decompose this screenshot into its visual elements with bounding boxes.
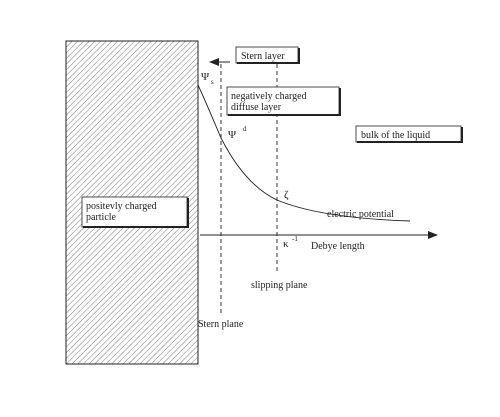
diffuse-layer-label-line1: negatively charged: [231, 91, 307, 102]
particle-label-line1: positevly charged: [86, 201, 157, 212]
electric-potential-label: electric potential: [327, 209, 394, 220]
particle-label-line2: particle: [86, 212, 117, 223]
stern-plane-label: Stern plane: [198, 319, 244, 330]
bulk-label: bulk of the liquid: [361, 130, 430, 141]
diffuse-layer-label-box: negatively charged diffuse layer: [226, 86, 341, 116]
potential-curve: [197, 84, 411, 222]
bulk-label-box: bulk of the liquid: [355, 125, 463, 143]
diffuse-layer-label-line2: diffuse layer: [231, 102, 282, 113]
psi-s-symbol: Ψ: [201, 71, 210, 83]
stern-layer-label-box: Stern layer: [235, 46, 300, 64]
zeta-symbol: ζ: [284, 189, 289, 201]
psi-d-superscript: d: [243, 125, 247, 133]
kappa-superscript: -1: [292, 235, 298, 243]
debye-length-label: Debye length: [311, 241, 365, 252]
kappa-symbol: κ: [283, 238, 289, 250]
slipping-plane-label: slipping plane: [251, 280, 308, 291]
psi-d-symbol: Ψ: [228, 129, 237, 141]
particle-label-box: positevly charged particle: [81, 196, 189, 228]
psi-s-subscript: s: [211, 78, 214, 86]
stern-layer-label: Stern layer: [241, 51, 285, 62]
